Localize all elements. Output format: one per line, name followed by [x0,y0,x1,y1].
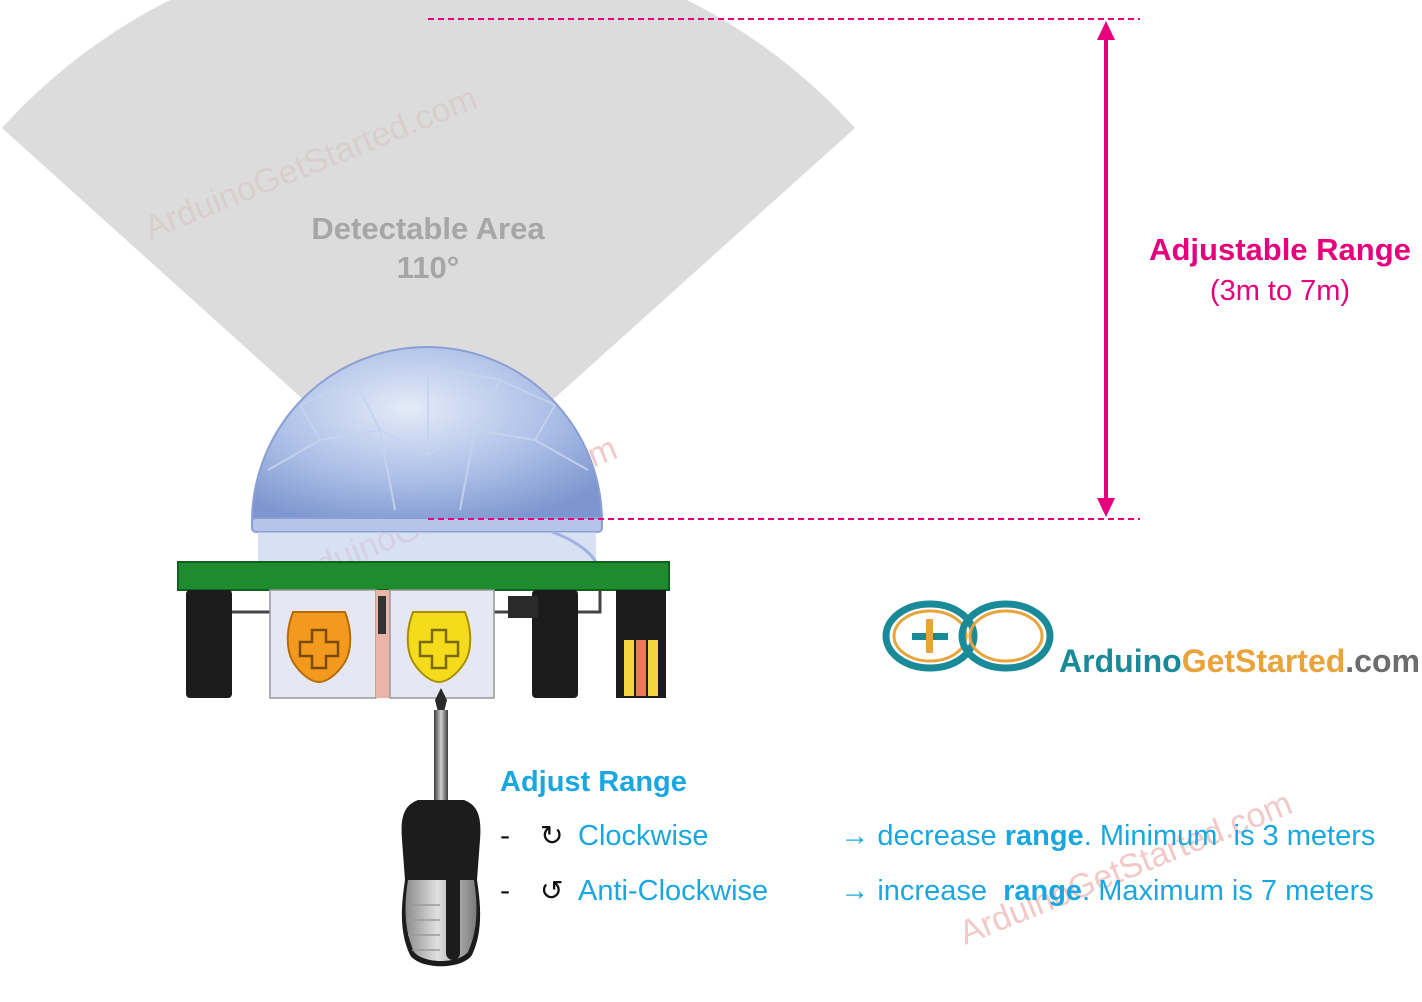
clockwise-keyword: range [1005,820,1084,852]
arrow-down-icon [1097,498,1115,517]
screwdriver-icon [401,688,481,967]
clockwise-label: Clockwise [578,820,709,852]
anticlockwise-effect: → increase [840,875,1003,907]
anticlockwise-icon: ↺ [540,874,563,907]
detectable-area-angle: 110° [397,250,459,285]
anticlockwise-keyword: range [1003,875,1082,907]
svg-text:ArduinoGetStarted.com: ArduinoGetStarted.com [998,643,1422,679]
arduino-getstarted-logo: ArduinoGetStarted.com [882,600,1422,679]
anticlockwise-detail: . Maximum is 7 meters [1082,875,1374,907]
logo-part-2: GetStarted [1182,643,1346,679]
pir-sensor-icon [177,346,670,699]
clockwise-effect: → decrease [840,820,1004,852]
logo-part-3: .com [1345,643,1420,679]
range-indicator [428,18,1140,520]
clockwise-icon: ↻ [540,819,563,852]
watermark-3: ArduinoGetStarted.com [954,784,1298,952]
clockwise-detail: . Minimum is 3 meters [1084,820,1376,852]
adjustable-range-subtitle: (3m to 7m) [1210,275,1350,307]
detectable-area-label: Detectable Area [311,211,545,246]
svg-text:→ decrease range. Minimum is: → decrease range. Minimum is 3 meters [800,820,1400,852]
bullet-1: - [500,819,510,852]
adjustable-range-title: Adjustable Range [1149,232,1411,267]
detection-cone [2,0,855,512]
arduino-infinity-logo-icon [882,600,1054,672]
logo-part-1: Arduino [1059,643,1182,679]
svg-text:→ increase range. Maximum is: → increase range. Maximum is 7 meters [800,875,1398,907]
arrow-up-icon [1097,21,1115,40]
adjust-range-title: Adjust Range [500,766,687,798]
bullet-2: - [500,874,510,907]
anticlockwise-label: Anti-Clockwise [578,875,768,907]
